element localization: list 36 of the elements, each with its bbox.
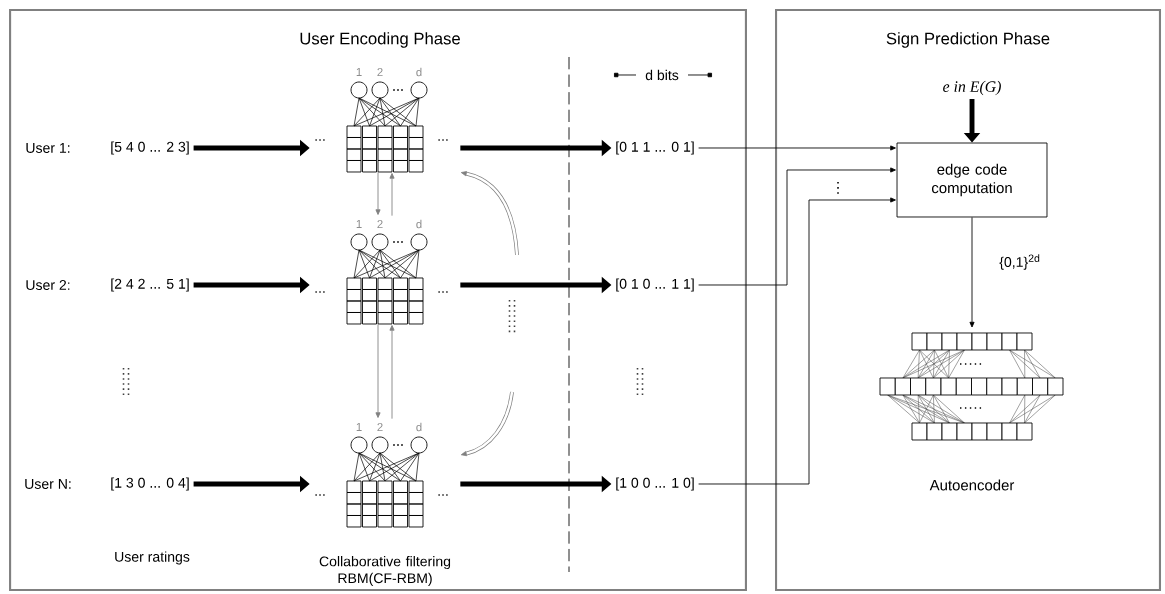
ellipsis: ... <box>315 139 325 141</box>
unit-number: 2 <box>377 423 383 431</box>
bit-code: [0 1 0 ... 1 1] <box>616 278 694 292</box>
arrow <box>969 217 975 328</box>
bit-code: [1 0 0 ... 1 0] <box>616 477 694 491</box>
rating-vector: [5 4 0 ... 2 3] <box>111 141 189 155</box>
ellipsis: ... <box>438 291 448 293</box>
process-box: edge code computation <box>896 142 1048 218</box>
arrow <box>698 167 896 286</box>
autoencoder-drawing <box>879 332 1064 441</box>
row-label: User 2: <box>26 280 70 290</box>
node-label: Autoencoder <box>929 479 1015 491</box>
rating-vector: [2 4 2 ... 5 1] <box>111 278 189 292</box>
rbm-drawing <box>346 233 428 325</box>
rbm-drawing <box>346 436 428 528</box>
arrow <box>698 145 896 151</box>
bit-code: [0 1 1 ... 0 1] <box>616 141 694 155</box>
arrow <box>375 323 381 418</box>
dimension-label: d bits <box>645 69 679 81</box>
rating-vector: [1 3 0 ... 0 4] <box>111 477 189 491</box>
arrow <box>460 171 519 256</box>
ellipsis: ... <box>315 494 325 496</box>
unit-number: 2 <box>377 220 383 228</box>
arrow <box>698 197 896 485</box>
column-caption: User ratings <box>115 551 190 565</box>
edge-label: {0,1}$^{2d}$ <box>997 252 1043 272</box>
rbm-drawing <box>346 81 428 173</box>
arrow <box>375 171 381 215</box>
arrow <box>389 173 395 217</box>
input-label: e in E(G) <box>943 80 1001 96</box>
ellipsis: ... <box>315 291 325 293</box>
column-caption: Collaborative filtering RBM(CF-RBM) <box>319 556 451 586</box>
arrow <box>389 325 395 420</box>
arrow <box>460 391 514 457</box>
row-label: User N: <box>25 479 71 489</box>
row-label: User 1: <box>26 143 70 153</box>
